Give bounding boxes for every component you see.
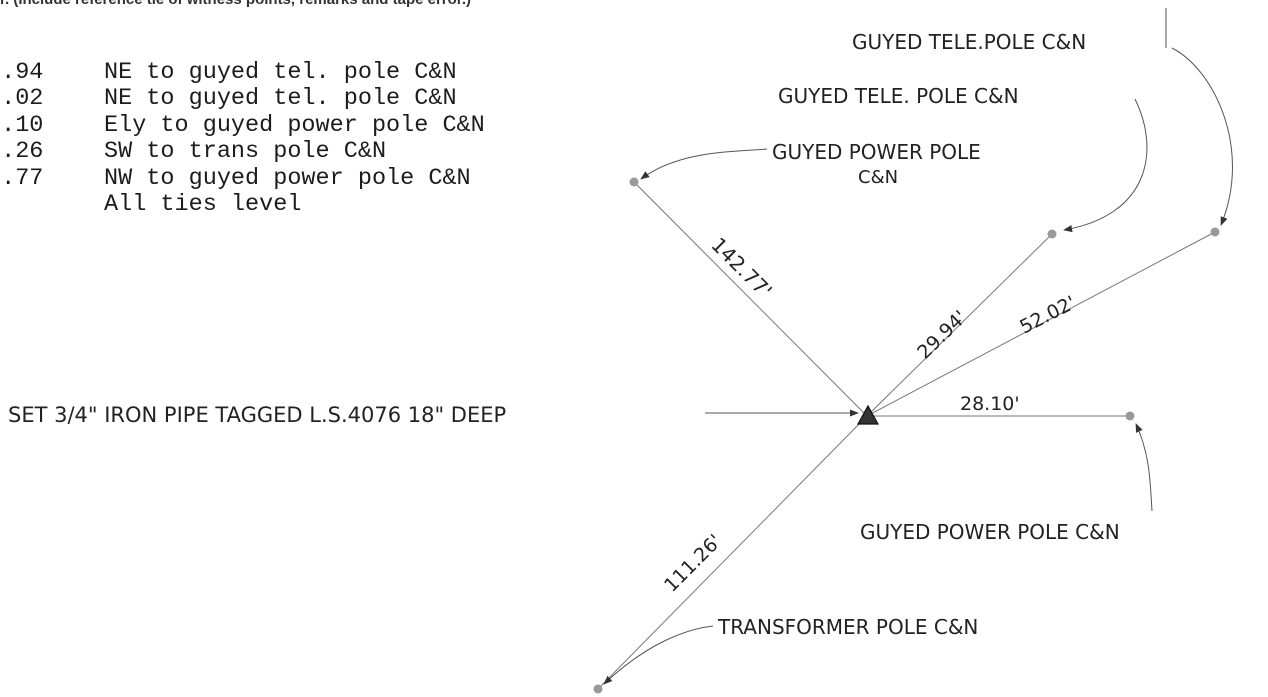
power-pole-e-marker — [1125, 411, 1135, 421]
transformer-pole-label: TRANSFORMER POLE C&N — [717, 615, 978, 639]
tie-line-ne1 — [866, 233, 1053, 417]
tie-line-ne2 — [866, 231, 1216, 417]
monument-label: SET 3/4" IRON PIPE TAGGED L.S.4076 18" D… — [8, 403, 506, 427]
tie-row: 2.02 NE to guyed tel. pole C&N — [0, 85, 485, 113]
tie-distance: 1.26 — [0, 138, 44, 166]
tie-row: 1.26 SW to trans pole C&N — [0, 138, 485, 166]
tie-line-nw — [633, 181, 868, 417]
dimension-ne1: 29.94' — [913, 306, 971, 363]
ties-note: All ties level — [104, 190, 302, 218]
tie-row: 2.77 NW to guyed power pole C&N — [0, 164, 485, 192]
tie-distance: 9.94 — [0, 59, 44, 86]
power-pole-nw-label-line2: C&N — [858, 167, 898, 188]
tele-pole-lower-marker — [1047, 229, 1057, 239]
tie-distance: 8.10 — [0, 111, 44, 139]
power-pole-nw-marker — [629, 177, 639, 187]
leader-tele-upper — [1171, 47, 1233, 226]
ties-table: 9.94 NE to guyed tel. pole C&N 2.02 NE to … — [0, 59, 485, 218]
leader-tele-lower — [1063, 98, 1148, 233]
tie-description: NW to guyed power pole C&N — [104, 164, 471, 192]
tie-distance: 2.02 — [0, 85, 44, 113]
tie-distance: 2.77 — [0, 164, 44, 192]
tele-pole-upper-label: GUYED TELE.POLE C&N — [852, 30, 1086, 54]
leader-transformer — [603, 625, 714, 685]
dimension-ne2: 52.02' — [1016, 292, 1079, 339]
leader-e-pole — [1135, 423, 1153, 512]
monument-triangle — [856, 404, 880, 425]
dimension-sw: 111.26' — [660, 530, 726, 596]
dimension-nw: 142.77' — [706, 233, 776, 303]
leader-nw-pole — [640, 148, 768, 180]
tie-description: NE to guyed tel. pole C&N — [104, 85, 457, 113]
tie-description: SW to trans pole C&N — [104, 138, 387, 166]
tie-row: 9.94 NE to guyed tel. pole C&N — [0, 59, 485, 86]
tele-pole-upper-marker — [1210, 227, 1220, 237]
transformer-pole-marker — [593, 684, 603, 694]
tele-pole-lower-label: GUYED TELE. POLE C&N — [778, 84, 1019, 108]
form-instruction: r. (Include reference tie of witness poi… — [0, 0, 471, 8]
power-pole-e-label: GUYED POWER POLE C&N — [860, 520, 1120, 544]
tie-line-sw — [597, 415, 868, 690]
dimension-e: 28.10' — [960, 393, 1020, 415]
tie-description: NE to guyed tel. pole C&N — [104, 59, 457, 86]
power-pole-nw-label: GUYED POWER POLE — [772, 140, 981, 164]
tie-row: 8.10 Ely to guyed power pole C&N — [0, 111, 485, 139]
tie-description: Ely to guyed power pole C&N — [104, 111, 485, 139]
